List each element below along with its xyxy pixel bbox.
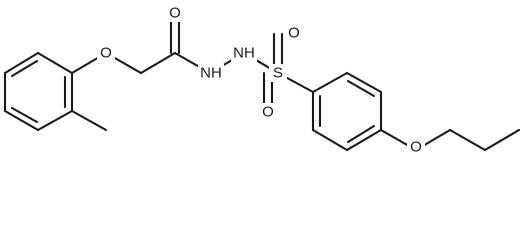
bond-ring-left-5 [36,109,74,132]
bond-ring-right-4-double [346,124,376,144]
molecule-structure-diagram: O O NH NH S O O O [3,4,521,156]
bond-methyl [70,109,108,132]
atom-label-s-sulfonyl: S [273,65,283,82]
bond-propyl-3 [483,128,521,152]
atom-labels: O O NH NH S O O O [97,4,425,156]
atom-label-o-ether-right: O [410,139,422,156]
atom-label-o-ether-left: O [100,45,112,62]
atom-o-ether-left: O [97,44,115,62]
bond-ring-right-5 [311,128,349,152]
atom-label-nh-sulfonyl: NH [233,45,255,62]
bond-lines [3,13,521,152]
atom-label-o-carbonyl: O [169,5,181,22]
bond-ring-right-2-double [346,79,376,98]
atom-o-ether-right: O [407,138,425,156]
atom-label-nh-amide: NH [200,65,222,82]
atom-o-sulfonyl-bottom: O [259,103,277,121]
bond-ch2-carbonyl [139,51,177,75]
bond-ring-right-1 [311,71,349,94]
bond-ring-left-2 [3,51,40,75]
atom-nh-sulfonyl: NH [231,44,257,62]
atom-o-sulfonyl-top: O [285,24,303,42]
bond-ring-right-2 [345,71,383,94]
atom-nh-amide: NH [198,64,224,82]
atom-o-carbonyl: O [166,4,184,22]
atom-label-o-sulfonyl-top: O [288,25,300,42]
atom-label-o-sulfonyl-bottom: O [262,104,274,121]
bond-propyl-2 [448,128,487,152]
bond-ring-left-4-double [10,106,39,124]
bond-ring-left-4 [3,109,40,132]
bond-ring-right-4 [345,128,383,152]
bond-ring-left-1 [36,51,74,75]
bond-ring-left-2-double [10,59,39,78]
atom-s-sulfonyl: S [269,64,287,82]
